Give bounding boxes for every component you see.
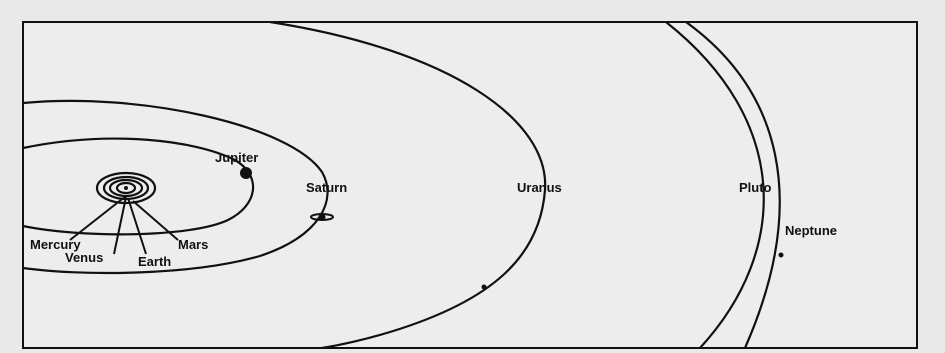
sun-marker: [124, 186, 128, 190]
uranus-label: Uranus: [517, 180, 562, 195]
neptune-planet: [779, 253, 784, 258]
neptune-label: Neptune: [785, 223, 837, 238]
jupiter-planet: [240, 167, 252, 179]
pluto-label: Pluto: [739, 180, 772, 195]
saturn-label: Saturn: [306, 180, 347, 195]
venus-label: Venus: [65, 250, 103, 265]
jupiter-label: Jupiter: [215, 150, 258, 165]
mars-label: Mars: [178, 237, 208, 252]
earth-label: Earth: [138, 254, 171, 269]
uranus-planet: [482, 285, 487, 290]
